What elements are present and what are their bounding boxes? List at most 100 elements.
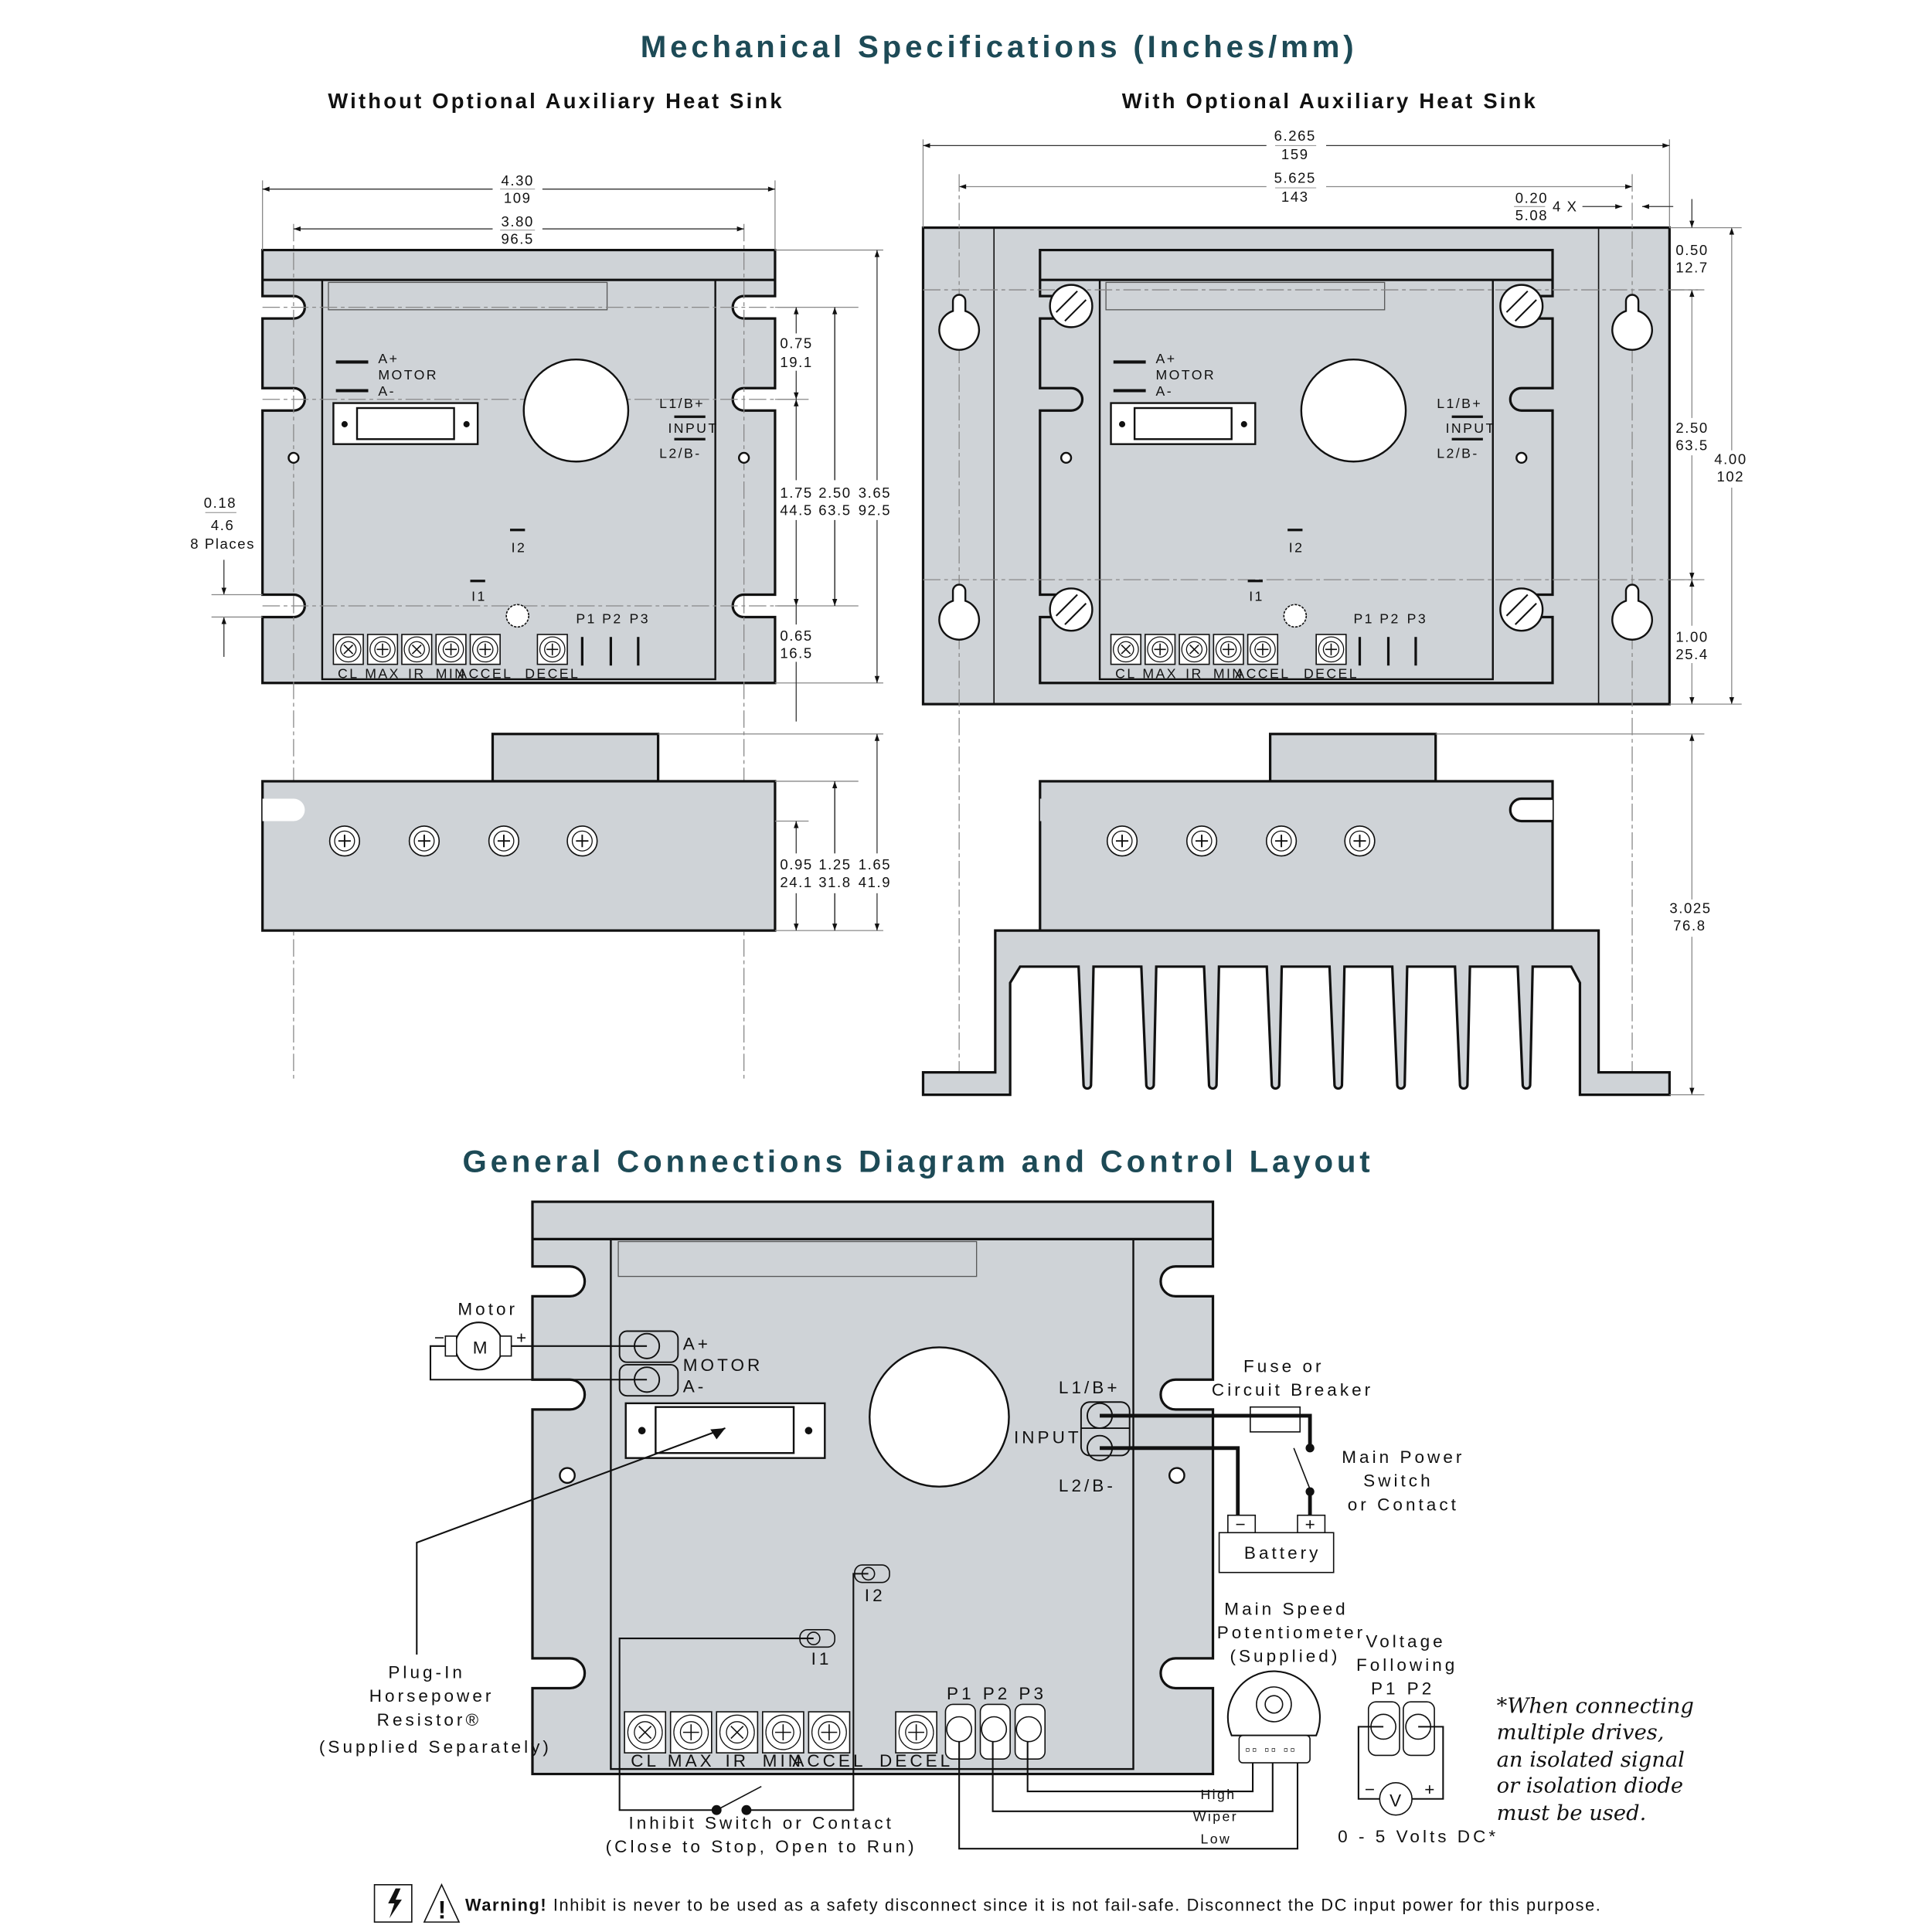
vf-label-1: Voltage	[1366, 1631, 1445, 1651]
right-p1: P1	[1353, 611, 1373, 627]
pot-label: ACCEL	[1235, 665, 1290, 681]
screw-icon	[488, 825, 520, 857]
screw-icon	[408, 825, 440, 857]
screw-icon	[328, 825, 361, 857]
right-a-plus: A+	[1155, 351, 1176, 366]
motor-symbol: Motor M − +	[429, 1300, 648, 1381]
dim-44-5: 44.5	[780, 502, 812, 518]
keyhole-slot	[938, 294, 981, 351]
right-l2: L2/B-	[1437, 445, 1478, 461]
vf-minus: −	[1365, 1780, 1378, 1799]
trim-pot-max: MAX	[668, 1711, 715, 1770]
note-line-1: *When connecting	[1497, 1695, 1694, 1719]
vf-range: 0 - 5 Volts DC*	[1338, 1827, 1498, 1846]
p-terminal-2	[979, 1703, 1011, 1760]
vf-p1: P1	[1371, 1679, 1399, 1699]
dim-19-1: 19.1	[780, 354, 812, 370]
screw-icon	[1344, 825, 1376, 857]
pot-label-3: (Supplied)	[1230, 1647, 1340, 1666]
right-motor: MOTOR	[1155, 367, 1216, 383]
trim-pot-max: MAX	[365, 634, 400, 681]
dim-63-5: 63.5	[818, 502, 851, 518]
trim-pot-decel: DECEL	[1304, 634, 1357, 681]
trim-pot-decel: DECEL	[879, 1711, 953, 1770]
right-p3: P3	[1407, 611, 1427, 627]
pot-label: ACCEL	[792, 1751, 866, 1770]
dim-6-265: 6.265	[1274, 128, 1316, 144]
warning-text: Warning! Inhibit is never to be used as …	[465, 1896, 1601, 1915]
dim-41-9: 41.9	[859, 874, 891, 890]
screw-icon	[1106, 825, 1138, 857]
trim-pot-max: MAX	[1142, 634, 1178, 681]
dim-0-65: 0.65	[780, 628, 812, 644]
left-i1: I1	[471, 589, 487, 604]
pot-label: MAX	[668, 1751, 715, 1770]
left-motor: MOTOR	[378, 367, 438, 383]
trim-pot-min: MIN	[1213, 634, 1244, 681]
dim-4-30: 4.30	[501, 172, 533, 189]
right-dims: 6.265 159 5.625 143 0.20 5.08 4 X 0.50 1…	[922, 128, 1754, 705]
right-l1: L1/B+	[1437, 396, 1482, 411]
fuse-label-2: Circuit Breaker	[1212, 1380, 1373, 1400]
motor-label: Motor	[457, 1300, 518, 1319]
trim-pot-ir: IR	[1179, 634, 1210, 681]
trim-pot-accel: ACCEL	[792, 1711, 866, 1770]
trim-pot-decel: DECEL	[525, 634, 578, 681]
right-p2: P2	[1379, 611, 1400, 627]
resistor-label: Plug-In Horsepower Resistor® (Supplied S…	[319, 1663, 549, 1757]
motor-minus: −	[434, 1328, 447, 1348]
vf-p2: P2	[1407, 1679, 1435, 1699]
left-a-plus: A+	[378, 351, 399, 366]
dim-0-20: 0.20	[1515, 189, 1548, 206]
pot-label: MAX	[1142, 665, 1178, 681]
trim-pot-min: MIN	[435, 634, 467, 681]
dim-25-4: 25.4	[1675, 646, 1708, 662]
dim-2-50-r: 2.50	[1675, 420, 1708, 436]
left-a-minus: A-	[378, 383, 396, 399]
fuse-label-1: Fuse or	[1243, 1357, 1325, 1376]
dim-109: 109	[504, 189, 532, 206]
conn-p1: P1	[947, 1684, 975, 1703]
dim-0-18: 0.18	[204, 495, 236, 511]
screw-icon	[566, 825, 598, 857]
pot-label: CL	[631, 1751, 659, 1770]
mech-title: Mechanical Specifications (Inches/mm)	[641, 29, 1358, 64]
dim-1-00: 1.00	[1675, 629, 1708, 645]
conn-p3: P3	[1019, 1684, 1046, 1703]
left-side-view: 0.95 24.1 1.25 31.8 1.65 41.9	[261, 733, 896, 932]
wire-wiper: Wiper	[1193, 1809, 1238, 1825]
dim-0-50: 0.50	[1675, 242, 1708, 258]
screw-icon	[1265, 825, 1298, 857]
pot-label: IR	[408, 665, 426, 681]
isolation-note: *When connecting multiple drives, an iso…	[1497, 1695, 1694, 1825]
dim-16-5: 16.5	[780, 645, 812, 662]
voltage-following: Voltage Following P1 P2 V − + 0 - 5 Volt…	[1338, 1631, 1498, 1846]
screw-icon	[1049, 284, 1094, 328]
dim-102: 102	[1717, 468, 1745, 485]
screw-icon	[1049, 587, 1094, 632]
pot-pins: ▫▫ ▫▫ ▫▫	[1245, 1742, 1297, 1757]
pot-label: CL	[338, 665, 359, 681]
dim-4x: 4 X	[1553, 199, 1578, 215]
resistor-label-1: Plug-In	[388, 1663, 465, 1682]
dim-4-6: 4.6	[211, 517, 235, 533]
conn-i1: I1	[811, 1649, 832, 1668]
dim-8-places: 8 Places	[190, 536, 255, 552]
dim-2-50: 2.50	[818, 485, 851, 501]
note-line-4: or isolation diode	[1497, 1774, 1684, 1798]
trim-pot-min: MIN	[761, 1711, 804, 1770]
pot-label: IR	[726, 1751, 750, 1770]
right-a-minus: A-	[1155, 383, 1173, 399]
dim-12-7: 12.7	[1675, 260, 1708, 276]
keyhole-slot	[938, 583, 981, 641]
wire-high: High	[1200, 1787, 1236, 1802]
keyhole-slot	[1611, 294, 1653, 351]
pot-label: DECEL	[879, 1751, 953, 1770]
switch-label-3: or Contact	[1348, 1495, 1459, 1514]
dim-4-00: 4.00	[1714, 451, 1747, 467]
inhibit-label-2: (Close to Stop, Open to Run)	[606, 1837, 917, 1856]
heat-sink	[921, 929, 1671, 1097]
dim-3-65: 3.65	[859, 485, 891, 501]
pot-label: MAX	[365, 665, 400, 681]
